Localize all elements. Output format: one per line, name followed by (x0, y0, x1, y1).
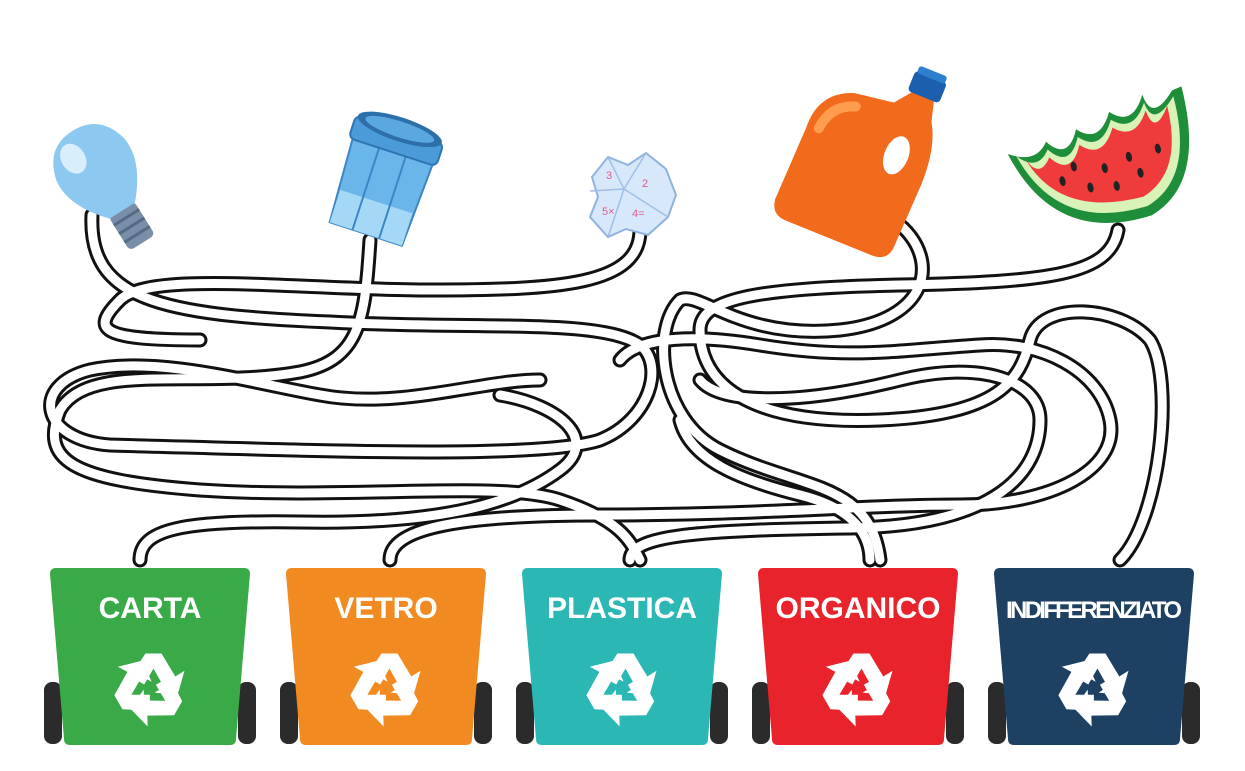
crumpled-paper-icon[interactable]: 3 2 5× 4= (588, 151, 678, 239)
maze-tube[interactable] (695, 225, 1167, 565)
maze-tube[interactable] (135, 390, 581, 565)
wheel-icon (280, 682, 298, 744)
maze-tube[interactable] (46, 210, 657, 457)
recycling-bins: CARTA VETRO PLASTICA ORGANICO INDIFFERENZIAT… (44, 568, 1200, 745)
maze-tube[interactable] (385, 334, 1116, 565)
svg-text:5×: 5× (602, 206, 615, 218)
plastic-bottle-icon[interactable] (769, 34, 962, 263)
maze-paths (43, 207, 1170, 568)
wheel-icon (44, 682, 62, 744)
wheel-icon (474, 682, 492, 744)
wheel-icon (1182, 682, 1200, 744)
bin-plastica[interactable]: PLASTICA (516, 568, 728, 745)
bin-vetro[interactable]: VETRO (280, 568, 492, 745)
maze-tube[interactable] (100, 225, 645, 345)
glass-jar-icon[interactable] (322, 104, 447, 248)
svg-text:2: 2 (642, 178, 648, 190)
bin-label: PLASTICA (547, 592, 697, 625)
bin-label: CARTA (99, 592, 202, 625)
maze-tube[interactable] (675, 415, 875, 565)
bin-carta[interactable]: CARTA (44, 568, 256, 745)
watermelon-icon[interactable] (1001, 86, 1206, 243)
maze-tube[interactable] (49, 235, 645, 565)
maze-tube-outline (132, 387, 584, 568)
bin-label: INDIFFERENZIATO (1006, 597, 1182, 624)
svg-text:4=: 4= (632, 208, 645, 220)
light-bulb-icon[interactable] (38, 109, 177, 264)
bin-organico[interactable]: ORGANICO (752, 568, 964, 745)
wheel-icon (710, 682, 728, 744)
bin-indifferenziato[interactable]: INDIFFERENZIATO (988, 568, 1200, 745)
bin-label: ORGANICO (776, 592, 941, 625)
svg-text:3: 3 (606, 170, 612, 182)
wheel-icon (752, 682, 770, 744)
bin-label: VETRO (334, 592, 437, 625)
wheel-icon (238, 682, 256, 744)
maze-tube[interactable] (659, 220, 927, 565)
wheel-icon (988, 682, 1006, 744)
wheel-icon (946, 682, 964, 744)
wheel-icon (516, 682, 534, 744)
maze-tube[interactable] (625, 367, 1045, 565)
